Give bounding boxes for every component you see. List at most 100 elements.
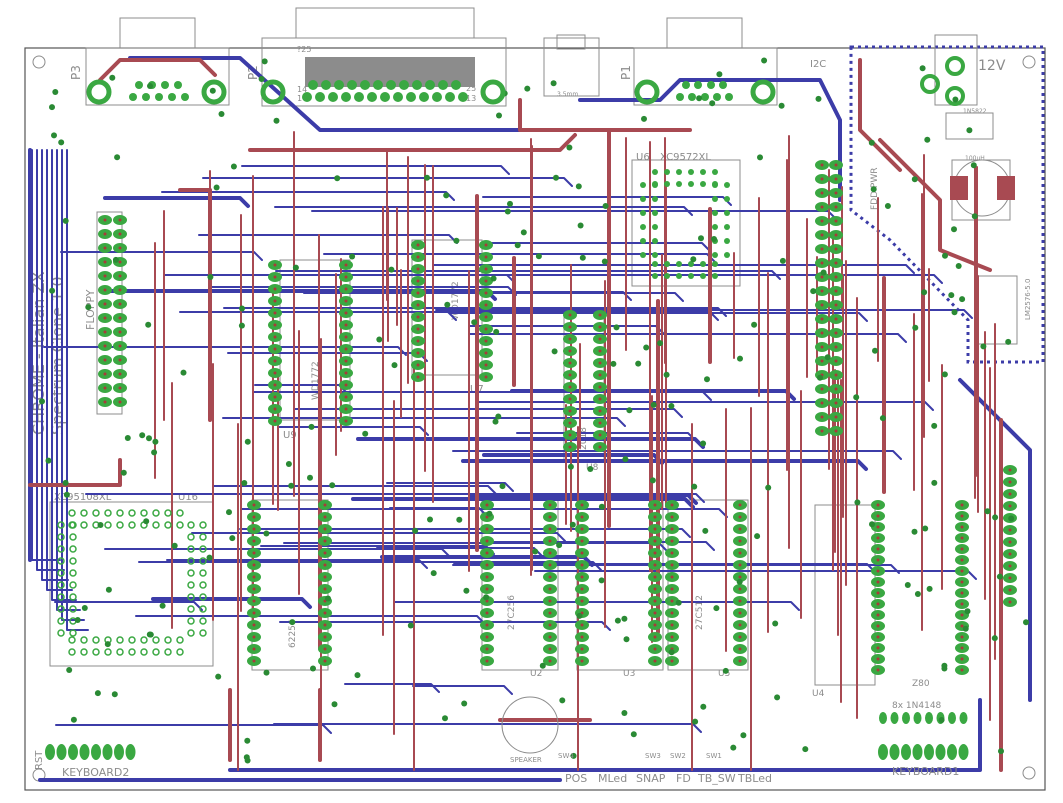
pad-drill <box>820 219 824 223</box>
bottom-trace <box>279 621 611 631</box>
pad-drill <box>118 288 122 292</box>
bottom-trace <box>46 149 73 591</box>
pad <box>92 636 100 644</box>
pad <box>152 636 160 644</box>
pad-drill <box>670 587 674 591</box>
pad-drill <box>598 349 602 353</box>
pad <box>80 636 88 644</box>
via <box>614 617 621 624</box>
via <box>757 154 763 161</box>
via <box>145 321 152 328</box>
sw2-label: SW2 <box>670 752 686 760</box>
mem1-label: 62256 <box>288 619 298 648</box>
via <box>810 288 817 295</box>
via <box>730 744 737 751</box>
pad <box>347 80 357 90</box>
bottom-trace <box>394 601 800 611</box>
via <box>754 533 761 540</box>
pad <box>199 557 207 565</box>
via <box>63 491 70 498</box>
pad-drill <box>103 400 107 404</box>
pad-drill <box>960 558 964 562</box>
via <box>159 602 166 609</box>
bottom-trace <box>104 548 451 558</box>
pad-drill <box>323 575 327 579</box>
pad-drill <box>344 383 348 387</box>
pad-drill <box>568 313 572 317</box>
pad-drill <box>252 587 256 591</box>
pad-drill <box>653 635 657 639</box>
pad-drill <box>834 345 838 349</box>
keyboard2-label: KEYBOARD2 <box>62 766 129 779</box>
pad-drill <box>876 525 880 529</box>
chip-u6 <box>631 159 741 287</box>
pad-drill <box>485 575 489 579</box>
via <box>774 694 781 701</box>
pad <box>187 605 195 613</box>
pad-drill <box>653 623 657 627</box>
pad <box>676 169 682 175</box>
via <box>496 112 502 119</box>
u5-label: U5 <box>718 669 730 679</box>
tb-sw-label: TB_SW <box>697 772 736 785</box>
pad-drill <box>653 551 657 555</box>
via <box>1023 619 1029 626</box>
pad-drill <box>323 635 327 639</box>
inductor-label: 100uH <box>965 155 985 162</box>
bottom-trace <box>275 270 781 280</box>
pad <box>92 648 100 656</box>
fd-label: FD <box>676 772 691 785</box>
via <box>244 438 251 445</box>
pad-drill <box>876 591 880 595</box>
via <box>97 522 104 528</box>
via <box>105 586 112 593</box>
via <box>483 594 490 601</box>
pad <box>688 261 694 267</box>
pad-drill <box>485 527 489 531</box>
via <box>486 510 493 517</box>
pad-drill <box>568 409 572 413</box>
pad-drill <box>344 371 348 375</box>
pad-drill <box>1008 576 1012 580</box>
power-12v-label: 12V <box>978 58 1006 74</box>
pad <box>652 273 658 279</box>
pad-drill <box>738 515 742 519</box>
pad-drill <box>598 361 602 365</box>
pad-drill <box>834 247 838 251</box>
via <box>991 635 998 642</box>
pad <box>199 569 207 577</box>
via <box>308 423 315 430</box>
pad <box>438 80 448 90</box>
pad-drill <box>876 547 880 551</box>
pad-drill <box>834 401 838 405</box>
via <box>492 418 499 425</box>
pad-drill <box>580 623 584 627</box>
pad-drill <box>598 445 602 449</box>
pad-drill <box>670 527 674 531</box>
pad-drill <box>484 315 488 319</box>
via <box>869 521 875 528</box>
diodes-label: 8x 1N4148 <box>892 701 942 711</box>
pad-drill <box>485 515 489 519</box>
db25-name: ?25 <box>297 45 311 54</box>
mem3-label: 27C512 <box>695 595 705 630</box>
pad-drill <box>1008 480 1012 484</box>
via <box>362 430 369 437</box>
pad-drill <box>118 400 122 404</box>
via <box>74 617 81 623</box>
sw3-label: SW3 <box>645 752 661 760</box>
pad-drill <box>960 668 964 672</box>
via <box>815 95 822 102</box>
pad-drill <box>252 539 256 543</box>
via <box>998 748 1004 755</box>
via <box>657 340 664 347</box>
via <box>520 229 527 236</box>
pad-drill <box>820 429 824 433</box>
via <box>226 509 232 516</box>
via <box>239 305 245 312</box>
pad-drill <box>273 371 277 375</box>
via <box>650 401 657 408</box>
via <box>778 102 785 109</box>
pad <box>652 252 658 258</box>
via <box>209 87 216 94</box>
